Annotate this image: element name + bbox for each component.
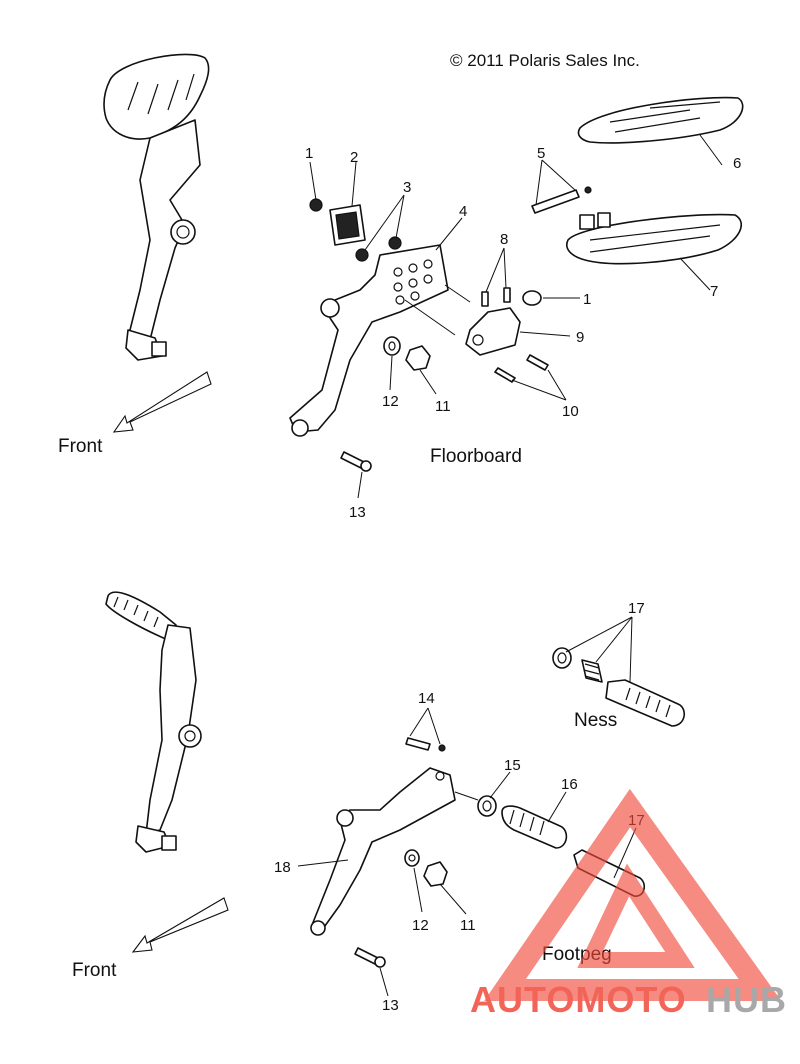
footpeg-assembly-illustration: [105, 591, 202, 853]
callout-1-second: 1: [583, 291, 591, 308]
ness-label: Ness: [574, 710, 617, 731]
callout-18: 18: [274, 859, 291, 876]
part-3-nuts: [355, 236, 402, 262]
callout-4: 4: [459, 203, 467, 220]
floorboard-assembly-illustration: [103, 53, 210, 361]
front-label-bottom: Front: [72, 960, 117, 981]
callout-10: 10: [562, 403, 579, 420]
part-17-ness-peg: [552, 647, 685, 727]
part-8-springs: [481, 287, 511, 307]
front-arrow-top: [112, 371, 212, 433]
front-arrow-bottom: [131, 897, 229, 953]
part-9-hinge: [465, 307, 521, 356]
callout-2: 2: [350, 149, 358, 166]
part-10-bolts: [494, 354, 549, 383]
front-label-top: Front: [58, 436, 103, 457]
part-13-bolt-footpeg: [354, 947, 386, 968]
part-5-pin: [531, 186, 592, 214]
callout-1: 1: [305, 145, 313, 162]
part-7-footboard-base: [566, 212, 742, 265]
callout-11-footpeg: 11: [460, 917, 476, 934]
part-4-bracket: [289, 244, 471, 437]
part-11-nut: [405, 345, 431, 371]
part-1-bolt-second: [522, 290, 542, 306]
part-15-washer: [477, 795, 497, 817]
part-6-footboard: [577, 96, 744, 144]
callout-12-footpeg: 12: [412, 917, 429, 934]
watermark-text-gray: HUB: [706, 979, 787, 1020]
part-11-nut-footpeg: [423, 861, 448, 887]
callout-15: 15: [504, 757, 521, 774]
callout-16: 16: [561, 776, 578, 793]
callout-7: 7: [710, 283, 718, 300]
watermark-text-red: AUTOMOTO: [470, 979, 687, 1020]
part-12-washer: [383, 336, 401, 356]
callout-13-footpeg: 13: [382, 997, 399, 1014]
part-13-bolt: [340, 451, 372, 472]
callout-12: 12: [382, 393, 399, 410]
part-16-peg: [501, 805, 568, 849]
callout-6: 6: [733, 155, 741, 172]
callout-11: 11: [435, 398, 451, 415]
floorboard-title: Floorboard: [430, 446, 522, 467]
part-1-bolt: [309, 198, 323, 212]
callout-8: 8: [500, 231, 508, 248]
watermark-logo: AUTOMOTO HUB: [470, 788, 787, 1020]
callout-13: 13: [349, 504, 366, 521]
floorboard-callouts: 1 2 3 4 5 6 7 8 1 9 10 11 12 13: [305, 134, 741, 521]
copyright-text: © 2011 Polaris Sales Inc.: [450, 51, 640, 70]
part-18-bracket: [310, 767, 479, 936]
callout-5: 5: [537, 145, 545, 162]
part-12-washer-footpeg: [404, 849, 420, 867]
callout-14: 14: [418, 690, 435, 707]
part-14-pin: [405, 737, 446, 752]
callout-17: 17: [628, 600, 645, 617]
part-2-pad: [329, 204, 366, 246]
callout-9: 9: [576, 329, 584, 346]
callout-3: 3: [403, 179, 411, 196]
